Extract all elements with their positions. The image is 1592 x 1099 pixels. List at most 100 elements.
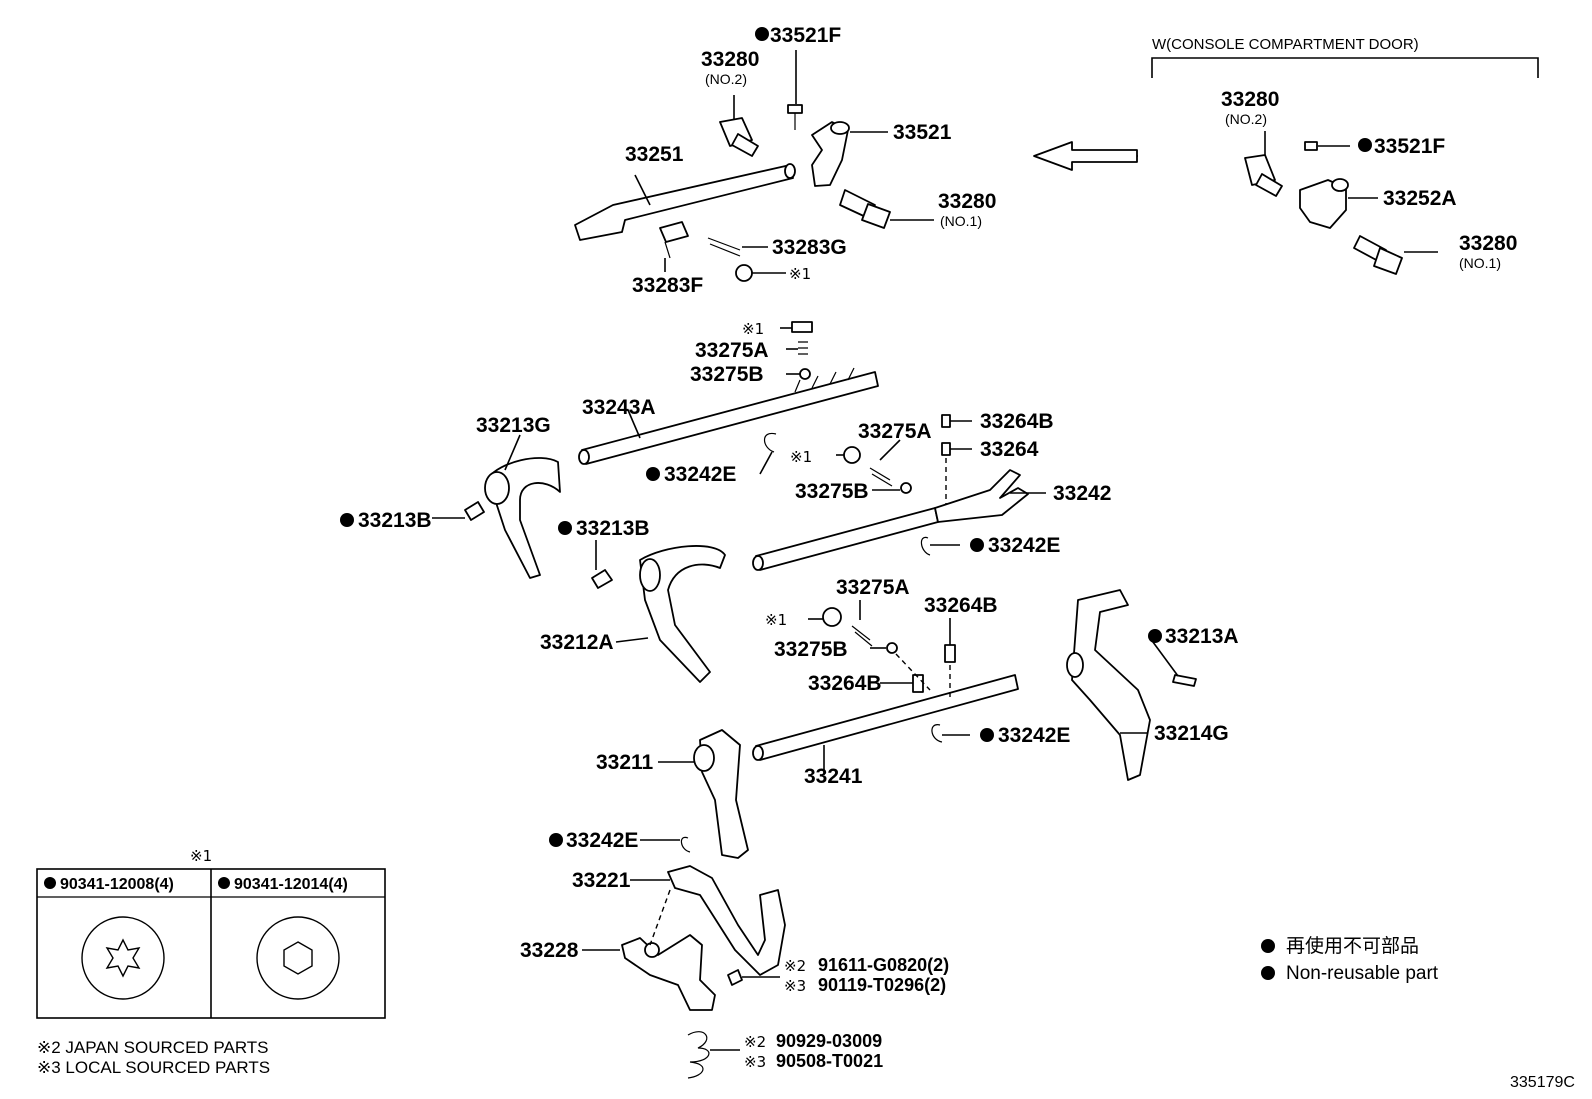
- label-91611-G0820: 91611-G0820(2): [818, 955, 949, 975]
- dashed-guide-c-shape: [649, 889, 671, 946]
- label-33264B-c: 33264B: [808, 672, 882, 695]
- label-90508-T0021: 90508-T0021: [776, 1051, 883, 1071]
- legend-jp: 再使用不可部品: [1286, 935, 1419, 957]
- label-33213B-a: 33213B: [358, 509, 432, 532]
- label-33264B-a: 33264B: [980, 410, 1054, 433]
- label-33275A-c: 33275A: [836, 576, 910, 599]
- label-33275B-a: 33275B: [690, 363, 764, 386]
- label-33221: 33221: [572, 869, 631, 892]
- label-mark2-b: ※2: [744, 1033, 766, 1051]
- non-reusable-bullets: [340, 27, 1372, 847]
- label-mark1-c: ※1: [790, 448, 812, 466]
- label-33242: 33242: [1053, 482, 1111, 505]
- label-33242E-c: 33242E: [998, 724, 1070, 747]
- label-33228: 33228: [520, 939, 579, 962]
- bolt-33213B-a-shape: [464, 501, 485, 521]
- plug-33280-no2-tip-shape: [731, 133, 759, 157]
- legend-bullet-jp: [1261, 939, 1275, 953]
- label-33280-c-sub: (NO.2): [1225, 111, 1267, 127]
- shift-rod-33251-shape: [574, 164, 794, 241]
- bolt-33521F-shape: [787, 104, 803, 114]
- label-33251: 33251: [625, 143, 684, 166]
- fork-33212A-boss-shape: [639, 558, 661, 592]
- shaft-33243A-notches-shape: [794, 367, 855, 393]
- label-33283F: 33283F: [632, 274, 703, 297]
- diagram-code: 335179C: [1510, 1074, 1575, 1091]
- bolt-table-col2: 90341-12014(4): [234, 876, 348, 893]
- legend: 再使用不可部品 Non-reusable part: [1261, 935, 1439, 984]
- label-33280-a-sub: (NO.2): [705, 71, 747, 87]
- ball-33275B-c-shape: [886, 642, 898, 654]
- bolt-table-col1: 90341-12008(4): [60, 876, 174, 893]
- spring-33275A-b-shape: [869, 467, 893, 487]
- variant-lever-33252A-shape: [1299, 179, 1347, 229]
- lever-33228-shape: [621, 934, 716, 1011]
- spring-33283G-shape: [707, 237, 741, 257]
- pin-33264-shape: [941, 442, 951, 456]
- label-mark3-a: ※3: [784, 977, 806, 995]
- lever-33521-hole-shape: [830, 121, 850, 135]
- label-33280-c: 33280: [1221, 88, 1279, 111]
- variant-plug-no2-tip-shape: [1255, 173, 1283, 197]
- leader-lines: [432, 50, 1438, 1051]
- legend-bullet-en: [1261, 966, 1275, 980]
- legend-en: Non-reusable part: [1286, 963, 1439, 984]
- label-33264B-b: 33264B: [924, 594, 998, 617]
- label-33280-d: 33280: [1459, 232, 1517, 255]
- bolt-table: ※1 90341-12008(4) 90341-12014(4): [36, 847, 386, 1019]
- fork-33214G-boss-shape: [1066, 652, 1084, 678]
- label-mark1-b: ※1: [742, 320, 764, 338]
- bolt-table-mark: ※1: [190, 847, 212, 865]
- pin-33264B-c-shape: [912, 674, 924, 693]
- shaft-33241-shape: [755, 674, 1019, 761]
- bolt-mark1-b-shape: [791, 321, 813, 333]
- label-33275B-b: 33275B: [795, 480, 869, 503]
- shift-rod-end-shape: [784, 163, 796, 179]
- lever-33221-shape: [667, 865, 786, 976]
- label-33280-d-sub: (NO.1): [1459, 255, 1501, 271]
- clip-33242E-a-shape: [763, 432, 777, 453]
- plug-33280-no1-head-shape: [861, 203, 891, 229]
- spring-33275A-a-shape: [798, 341, 808, 355]
- label-mark1-d: ※1: [765, 611, 787, 629]
- label-33211: 33211: [596, 751, 654, 774]
- bolt-mark1-shape: [735, 264, 753, 282]
- variant-plug-no1-head-shape: [1373, 247, 1403, 275]
- variant-lever-hole-shape: [1331, 178, 1349, 192]
- label-33264: 33264: [980, 438, 1039, 461]
- bolt-33213B-b-shape: [591, 569, 613, 589]
- ball-33275B-b-shape: [900, 482, 912, 494]
- clip-33242E-b-shape: [920, 536, 931, 556]
- label-33213B-b: 33213B: [576, 517, 650, 540]
- label-33275A-a: 33275A: [695, 339, 769, 362]
- label-33275B-c: 33275B: [774, 638, 848, 661]
- label-mark3-b: ※3: [744, 1053, 766, 1071]
- note-japan-sourced: ※2 JAPAN SOURCED PARTS: [37, 1038, 269, 1057]
- label-33521F-a: 33521F: [770, 24, 841, 47]
- note-local-sourced: ※3 LOCAL SOURCED PARTS: [37, 1058, 270, 1077]
- label-33275A-b: 33275A: [858, 420, 932, 443]
- label-33242E-a: 33242E: [664, 463, 736, 486]
- ball-33275B-a-shape: [799, 368, 811, 380]
- pin-33283F-shape: [659, 221, 689, 243]
- label-90119-T0296: 90119-T0296(2): [818, 975, 946, 995]
- variant-bracket: [1151, 57, 1539, 78]
- label-33213G: 33213G: [476, 414, 551, 437]
- shaft-33241-end-shape: [752, 745, 764, 761]
- shaft-33243A-end-shape: [578, 449, 590, 465]
- bolt-mark1-d-shape: [822, 607, 842, 627]
- label-33242E-d: 33242E: [566, 829, 638, 852]
- lever-33228-pin-shape: [644, 942, 660, 958]
- lever-33211-boss-shape: [693, 744, 715, 772]
- pin-33283F-stem-shape: [664, 241, 671, 259]
- label-33521F-b: 33521F: [1374, 135, 1445, 158]
- clip-33242E-c-shape: [931, 724, 943, 743]
- spring-33275A-c-shape: [851, 625, 873, 647]
- label-mark2-a: ※2: [784, 957, 806, 975]
- shaft-33242-lug-shape: [934, 469, 1029, 523]
- label-33280-b-sub: (NO.1): [940, 213, 982, 229]
- pin-33264B-a-shape: [941, 414, 951, 428]
- label-33252A: 33252A: [1383, 187, 1457, 210]
- fork-33213G-boss-shape: [484, 471, 510, 505]
